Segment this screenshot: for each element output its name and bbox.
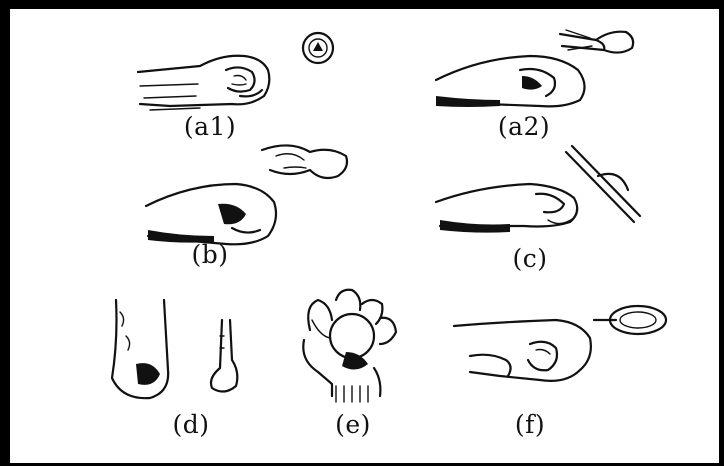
label-c: (c) [485,244,575,273]
hand-pinching-flat-plate-icon [436,146,640,233]
label-a2: (a2) [479,112,569,141]
label-e: (e) [308,410,398,439]
hand-gripping-ring-icon [454,306,666,381]
label-d: (d) [146,410,236,439]
label-f: (f) [485,410,575,439]
hand-hooking-handle-icon [112,300,237,398]
hand-grasping-ball-icon [303,290,396,402]
hand-grasping-round-knob-icon [138,33,333,110]
label-a1: (a1) [165,112,255,141]
label-b: (b) [165,240,255,269]
hand-grasping-open-handle-icon [146,145,347,244]
hand-grasping-pliers-icon [436,30,633,107]
